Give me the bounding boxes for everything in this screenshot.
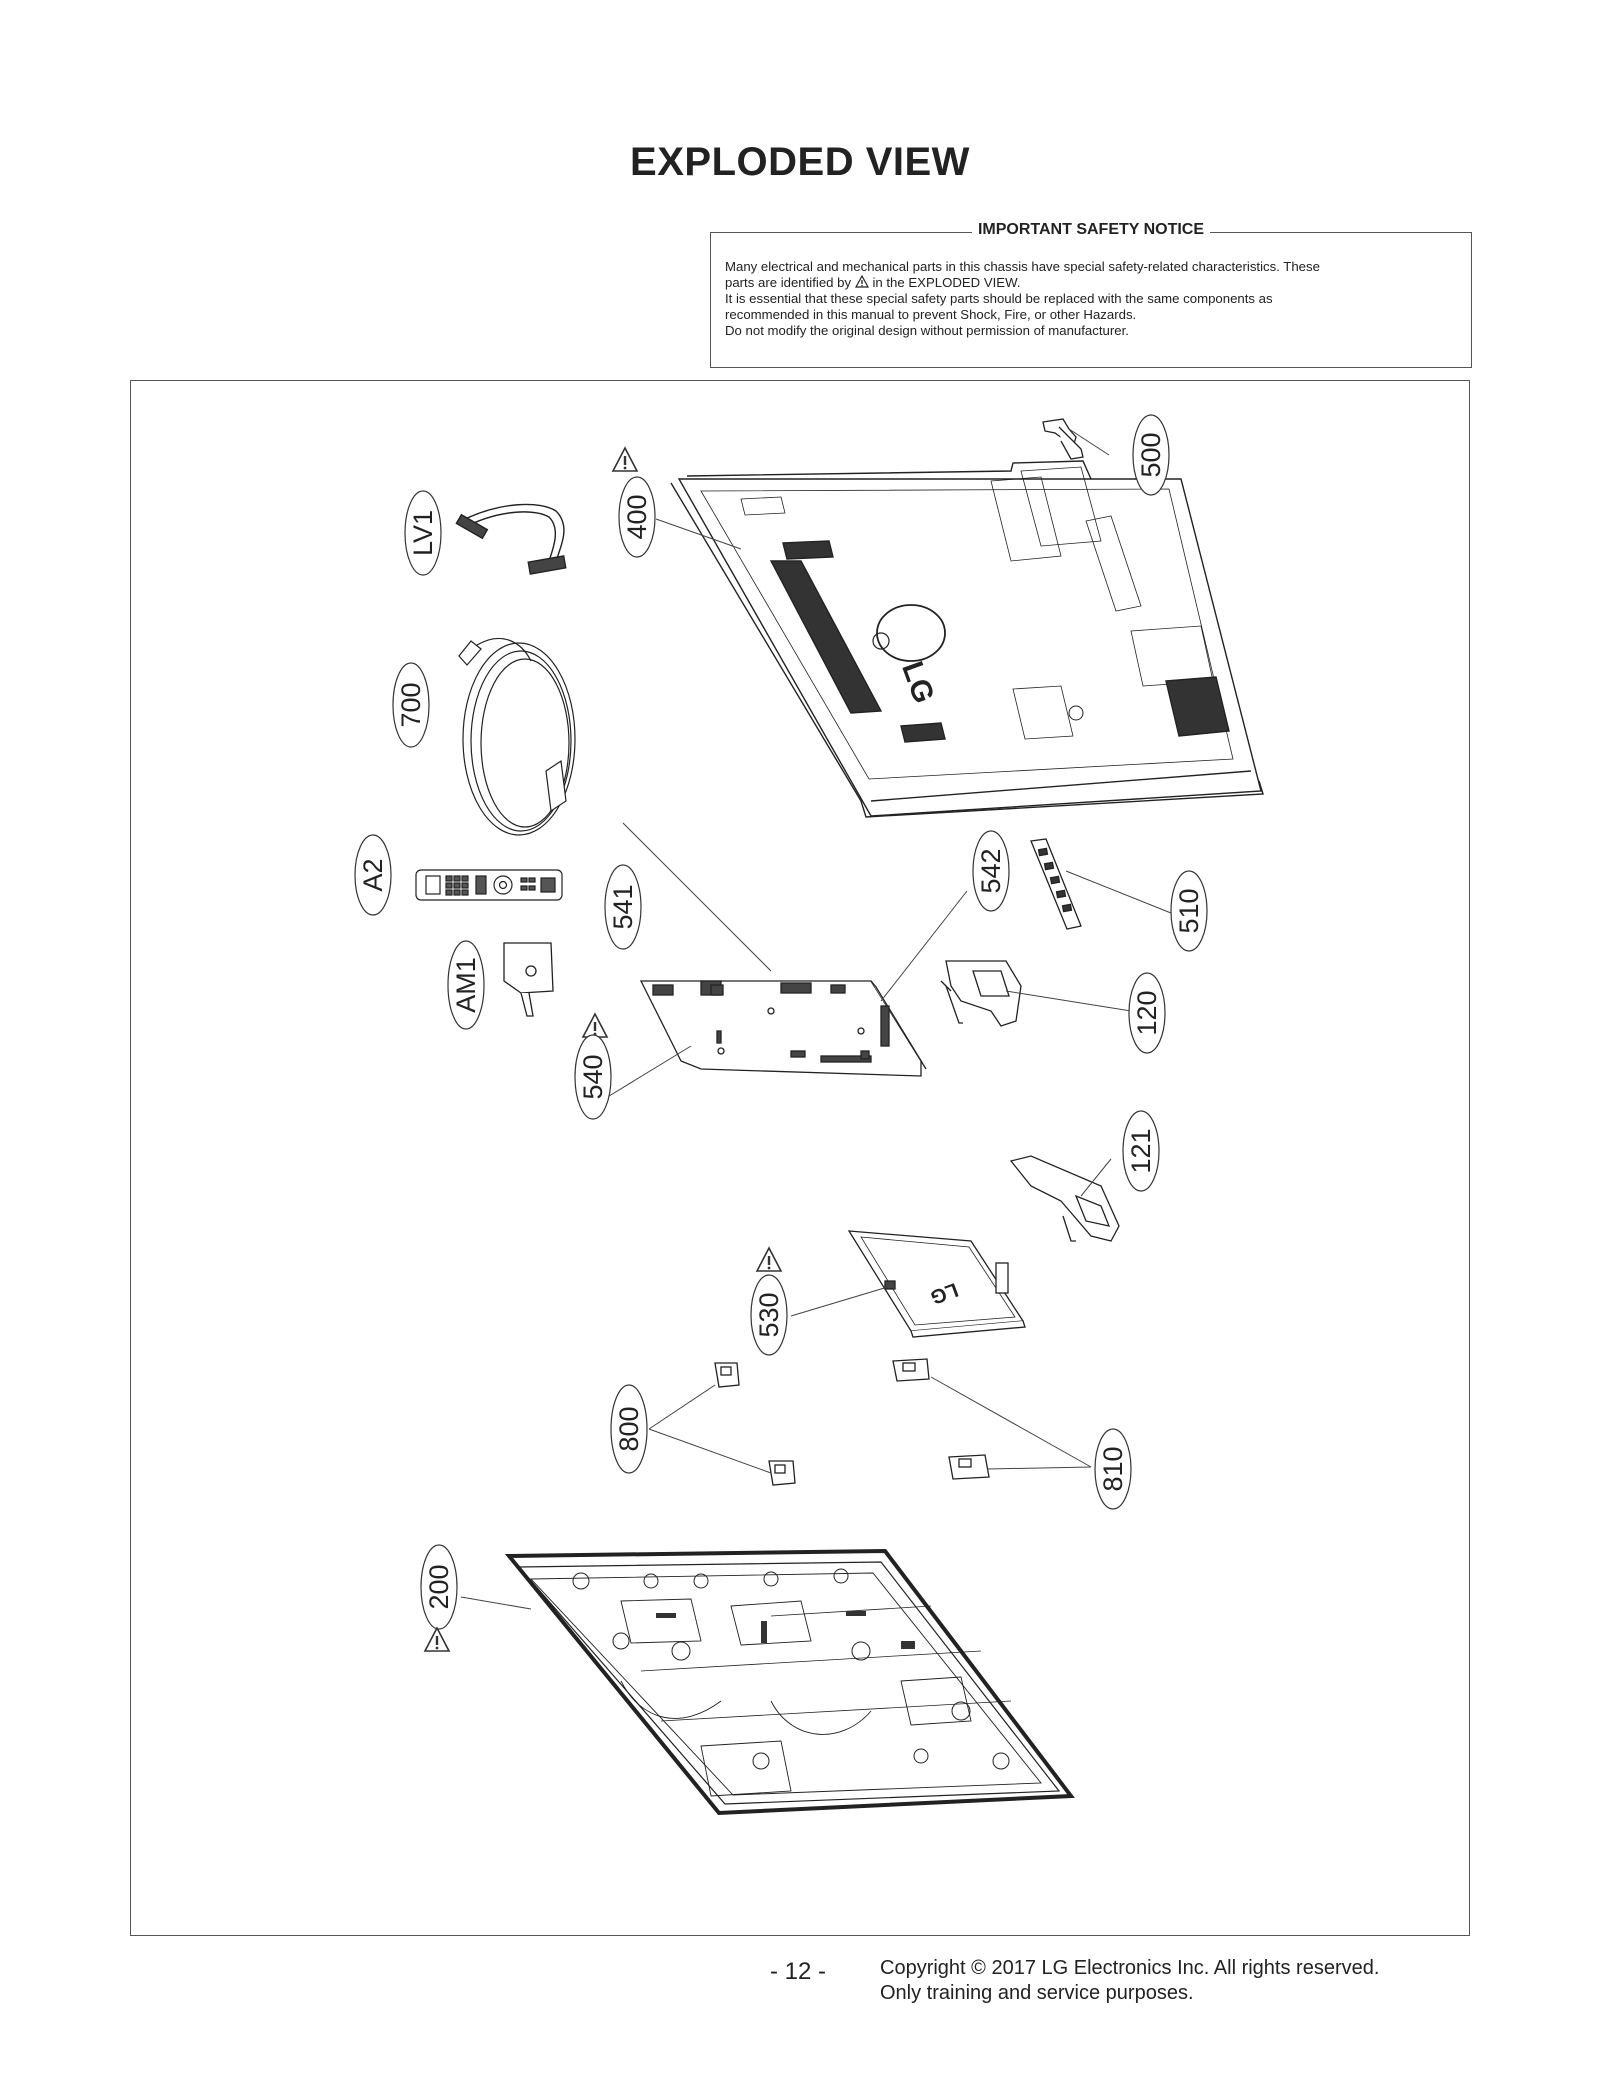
callout-540: 540 [574, 1012, 612, 1120]
callout-510: 510 [1170, 870, 1208, 952]
callout-542: 542 [972, 830, 1010, 912]
notice-line-4: recommended in this manual to prevent Sh… [725, 307, 1137, 322]
callout-120: 120 [1128, 972, 1166, 1054]
callout-530-label: 530 [754, 1292, 784, 1337]
warning-triangle-icon [581, 1012, 609, 1039]
bracket-120-part [940, 960, 1022, 1027]
notice-line-5: Do not modify the original design withou… [725, 323, 1129, 338]
callout-am1-label: AM1 [451, 957, 481, 1013]
callout-542-label: 542 [976, 848, 1006, 893]
copyright-line-1: Copyright © 2017 LG Electronics Inc. All… [880, 1957, 1380, 1979]
exploded-view-diagram: LG [354, 414, 1264, 1816]
bracket-121-part [1009, 1155, 1120, 1242]
front-cabinet-part [504, 1548, 1075, 1816]
notice-line-3: It is essential that these special safet… [725, 291, 1273, 306]
bracket-am1-part [503, 942, 554, 1017]
warning-triangle-icon [854, 275, 869, 288]
callout-121-label: 121 [1126, 1128, 1156, 1173]
warning-triangle-icon [611, 446, 639, 473]
lvds-cable-part [455, 503, 567, 575]
notice-line-2-end: in the EXPLODED VIEW. [872, 275, 1021, 290]
leader-lines [460, 428, 1172, 1610]
callout-a2: A2 [354, 834, 392, 916]
power-cord-part [458, 637, 576, 836]
callout-120-label: 120 [1132, 990, 1162, 1035]
exploded-view-frame: LG [130, 380, 1470, 1936]
callout-700-label: 700 [396, 682, 426, 727]
warning-triangle-icon [755, 1246, 783, 1273]
callout-lv1-label: LV1 [408, 510, 438, 556]
callout-800: 800 [610, 1384, 648, 1474]
bracket-800-part [714, 1362, 796, 1486]
notice-line-2: parts are identified by in the EXPLODED … [725, 275, 1457, 291]
callout-500-label: 500 [1136, 432, 1166, 477]
callout-200: 200 [420, 1544, 458, 1653]
power-supply-part [847, 1230, 1026, 1338]
back-cover-part [670, 460, 1264, 818]
warning-triangle-icon [423, 1626, 451, 1653]
callout-510-label: 510 [1174, 888, 1204, 933]
callout-121: 121 [1122, 1110, 1160, 1192]
callout-am1: AM1 [447, 940, 485, 1030]
safety-notice-title: IMPORTANT SAFETY NOTICE [971, 221, 1211, 238]
callout-810: 810 [1094, 1428, 1132, 1510]
callout-540-label: 540 [578, 1054, 608, 1099]
safety-notice-body: Many electrical and mechanical parts in … [725, 259, 1457, 339]
callout-800-label: 800 [614, 1406, 644, 1451]
callout-541-label: 541 [608, 884, 638, 929]
callout-400: 400 [611, 446, 656, 558]
callout-200-label: 200 [424, 1564, 454, 1609]
callout-a2-label: A2 [358, 858, 388, 891]
safety-notice-box: IMPORTANT SAFETY NOTICE Many electrical … [710, 221, 1472, 368]
remote-control-part [415, 869, 563, 901]
bracket-810-part [892, 1358, 990, 1480]
callout-541: 541 [604, 864, 642, 950]
page-title: EXPLODED VIEW [630, 140, 970, 184]
callout-400-label: 400 [622, 494, 652, 539]
notice-line-2-start: parts are identified by [725, 275, 852, 290]
page-number: - 12 - [770, 1958, 827, 1985]
callout-700: 700 [392, 662, 430, 748]
main-board-part [639, 980, 927, 1077]
callout-500: 500 [1132, 414, 1170, 496]
callout-530: 530 [750, 1246, 788, 1356]
callout-lv1: LV1 [404, 490, 442, 576]
copyright-notice: Copyright © 2017 LG Electronics Inc. All… [880, 1956, 1379, 2006]
key-button-510-part [1030, 838, 1082, 930]
notice-line-1: Many electrical and mechanical parts in … [725, 259, 1320, 274]
bracket-500-part [1042, 418, 1084, 460]
copyright-line-2: Only training and service purposes. [880, 1982, 1194, 2004]
callout-810-label: 810 [1098, 1446, 1128, 1491]
